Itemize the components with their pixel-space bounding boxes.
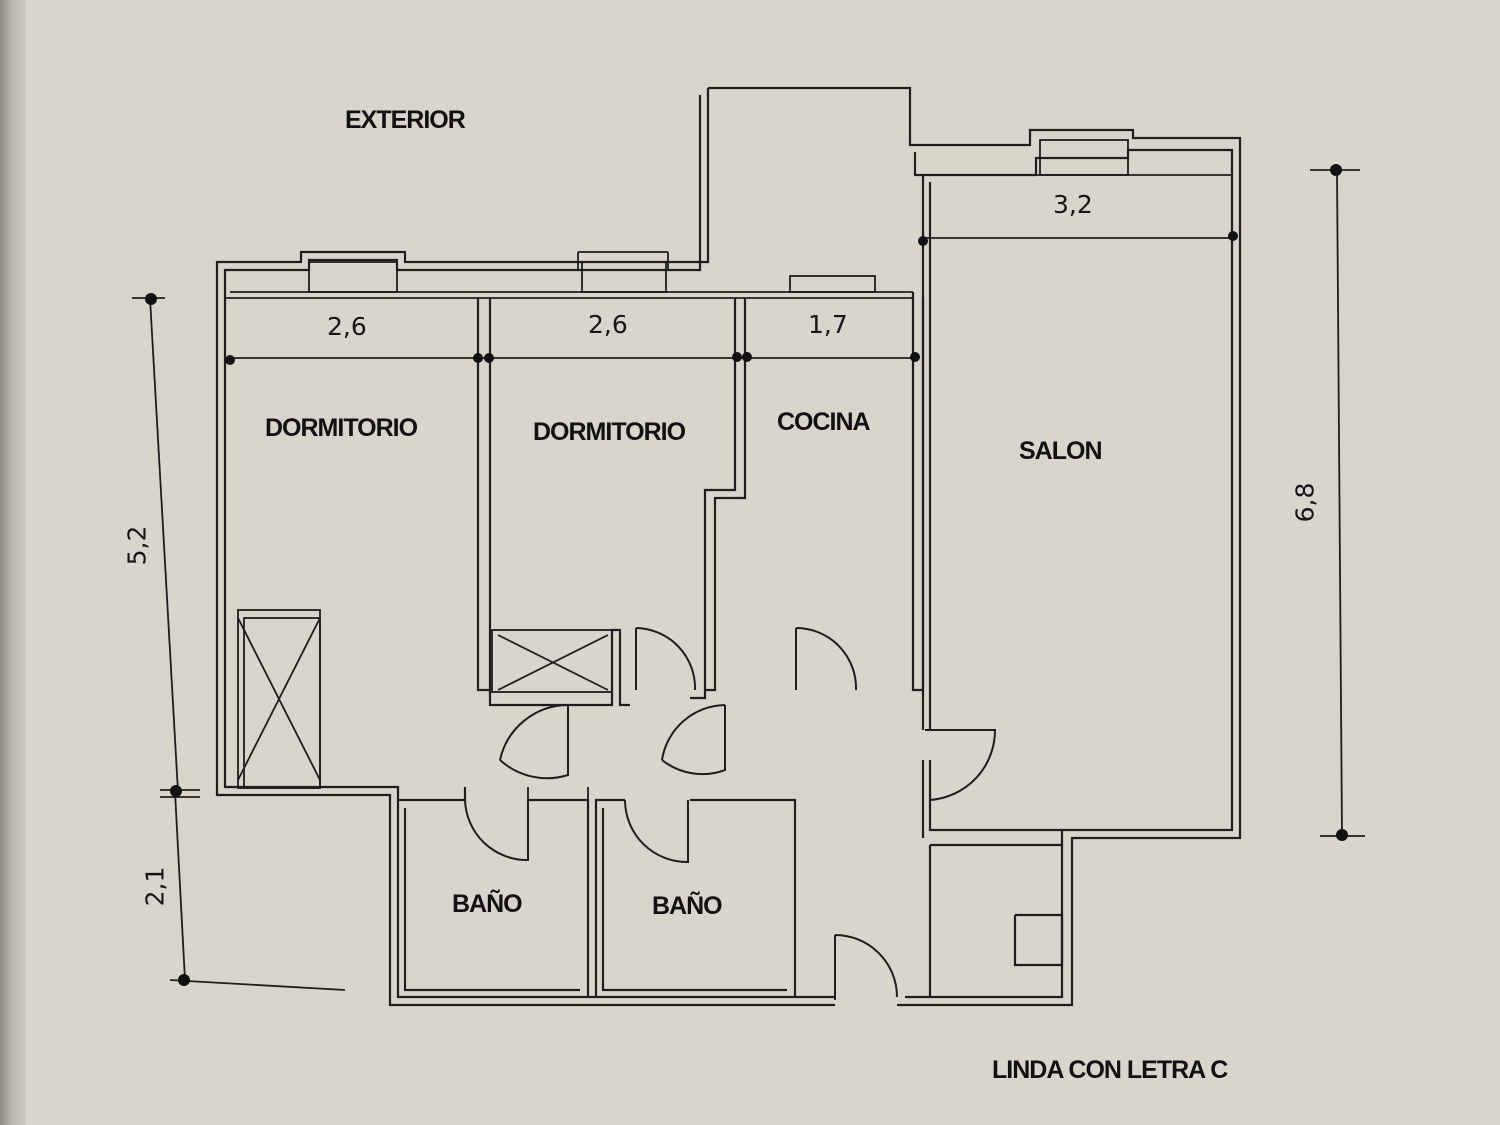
room-label-bano-2: BAÑO <box>652 892 723 920</box>
dimension-right: 6,8 <box>1290 482 1320 523</box>
dimension-left-upper: 5,2 <box>122 525 152 566</box>
dimension-terrace-4: 3,2 <box>1053 190 1093 219</box>
room-label-dormitorio-1: DORMITORIO <box>265 414 418 442</box>
dimension-terrace-1: 2,6 <box>327 312 367 341</box>
room-label-cocina: COCINA <box>777 408 871 436</box>
dimension-lines <box>132 169 1365 991</box>
dimension-dots <box>145 164 1348 986</box>
windows <box>308 139 1129 293</box>
dimension-terrace-2: 2,6 <box>588 310 628 339</box>
paper-edge <box>0 0 26 1125</box>
room-label-dormitorio-2: DORMITORIO <box>533 418 686 446</box>
dimension-terrace-3: 1,7 <box>808 310 848 339</box>
exterior-label: EXTERIOR <box>345 106 466 134</box>
doors <box>464 627 997 1000</box>
interior-walls <box>237 175 1064 997</box>
room-label-bano-1: BAÑO <box>452 890 523 918</box>
linda-label: LINDA CON LETRA C <box>992 1056 1228 1084</box>
outer-wall <box>215 86 1242 1007</box>
room-label-salon: SALON <box>1019 437 1102 465</box>
dimension-left-lower: 2,1 <box>140 866 170 907</box>
